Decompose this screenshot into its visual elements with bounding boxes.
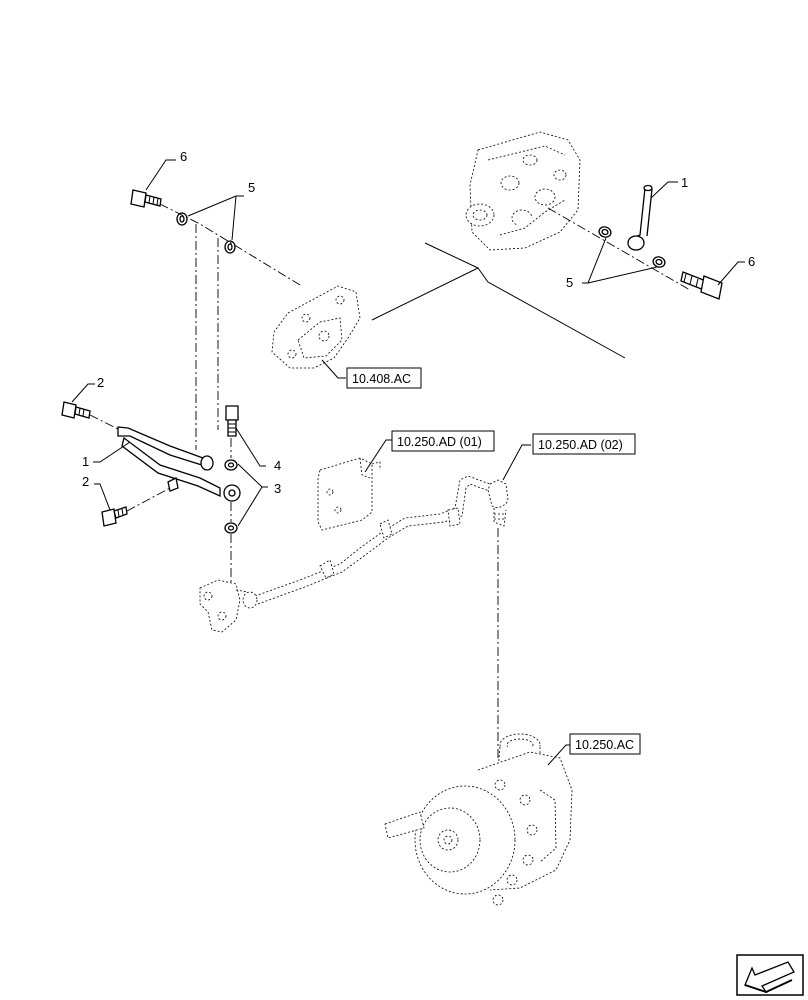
- callout-2-lower: 2: [82, 474, 89, 489]
- callout-2-upper-leader: [71, 383, 95, 403]
- ref-02-leader: [502, 444, 531, 481]
- callout-4: 4: [274, 458, 281, 473]
- arrow-navigation-icon[interactable]: [736, 954, 804, 996]
- oil-feed-pipe: [199, 457, 509, 760]
- callout-5-top-leader: [187, 195, 244, 241]
- pump-assembly: [465, 131, 581, 251]
- right-hardware: [547, 184, 723, 300]
- turbocharger: [384, 733, 573, 906]
- ref-01-leader: [364, 439, 392, 473]
- ref-10-250-ad-02[interactable]: 10.250.AD (02): [532, 433, 636, 455]
- callout-2-lower-leader: [94, 483, 111, 511]
- ref-10-250-ac-label: 10.250.AC: [575, 738, 634, 752]
- ref-10-250-ac[interactable]: 10.250.AC: [569, 733, 641, 755]
- callout-3: 3: [274, 481, 281, 496]
- mounting-bracket: [271, 285, 361, 379]
- callout-1-top-leader: [650, 181, 678, 199]
- ref-10-408-ac[interactable]: 10.408.AC: [346, 367, 422, 389]
- ref-10-408-ac-label: 10.408.AC: [352, 372, 411, 386]
- callout-6-top: 6: [180, 149, 187, 164]
- ref-10-250-ad-02-label: 10.250.AD (02): [538, 438, 623, 452]
- ref-10-250-ad-01[interactable]: 10.250.AD (01): [391, 430, 495, 452]
- callout-1-top: 1: [681, 175, 688, 190]
- callout-6-top-leader: [145, 159, 176, 191]
- ref-10-250-ad-01-label: 10.250.AD (01): [397, 435, 482, 449]
- banjo-bolt-and-washers: [224, 405, 239, 585]
- callout-5-right: 5: [566, 275, 573, 290]
- callout-6-right-leader: [717, 261, 745, 286]
- left-top-hardware: [130, 189, 301, 450]
- callout-6-right: 6: [748, 254, 755, 269]
- callout-3-leader: [237, 463, 268, 527]
- callout-4-leader: [235, 427, 266, 467]
- callout-1-left-leader: [93, 441, 131, 463]
- callout-5-right-leader: [582, 237, 658, 284]
- callout-2-upper: 2: [97, 375, 104, 390]
- left-pipe-assembly: [61, 401, 241, 527]
- pump-leader-lines: [371, 242, 626, 359]
- callout-1-left: 1: [82, 454, 89, 469]
- callout-5-top: 5: [248, 180, 255, 195]
